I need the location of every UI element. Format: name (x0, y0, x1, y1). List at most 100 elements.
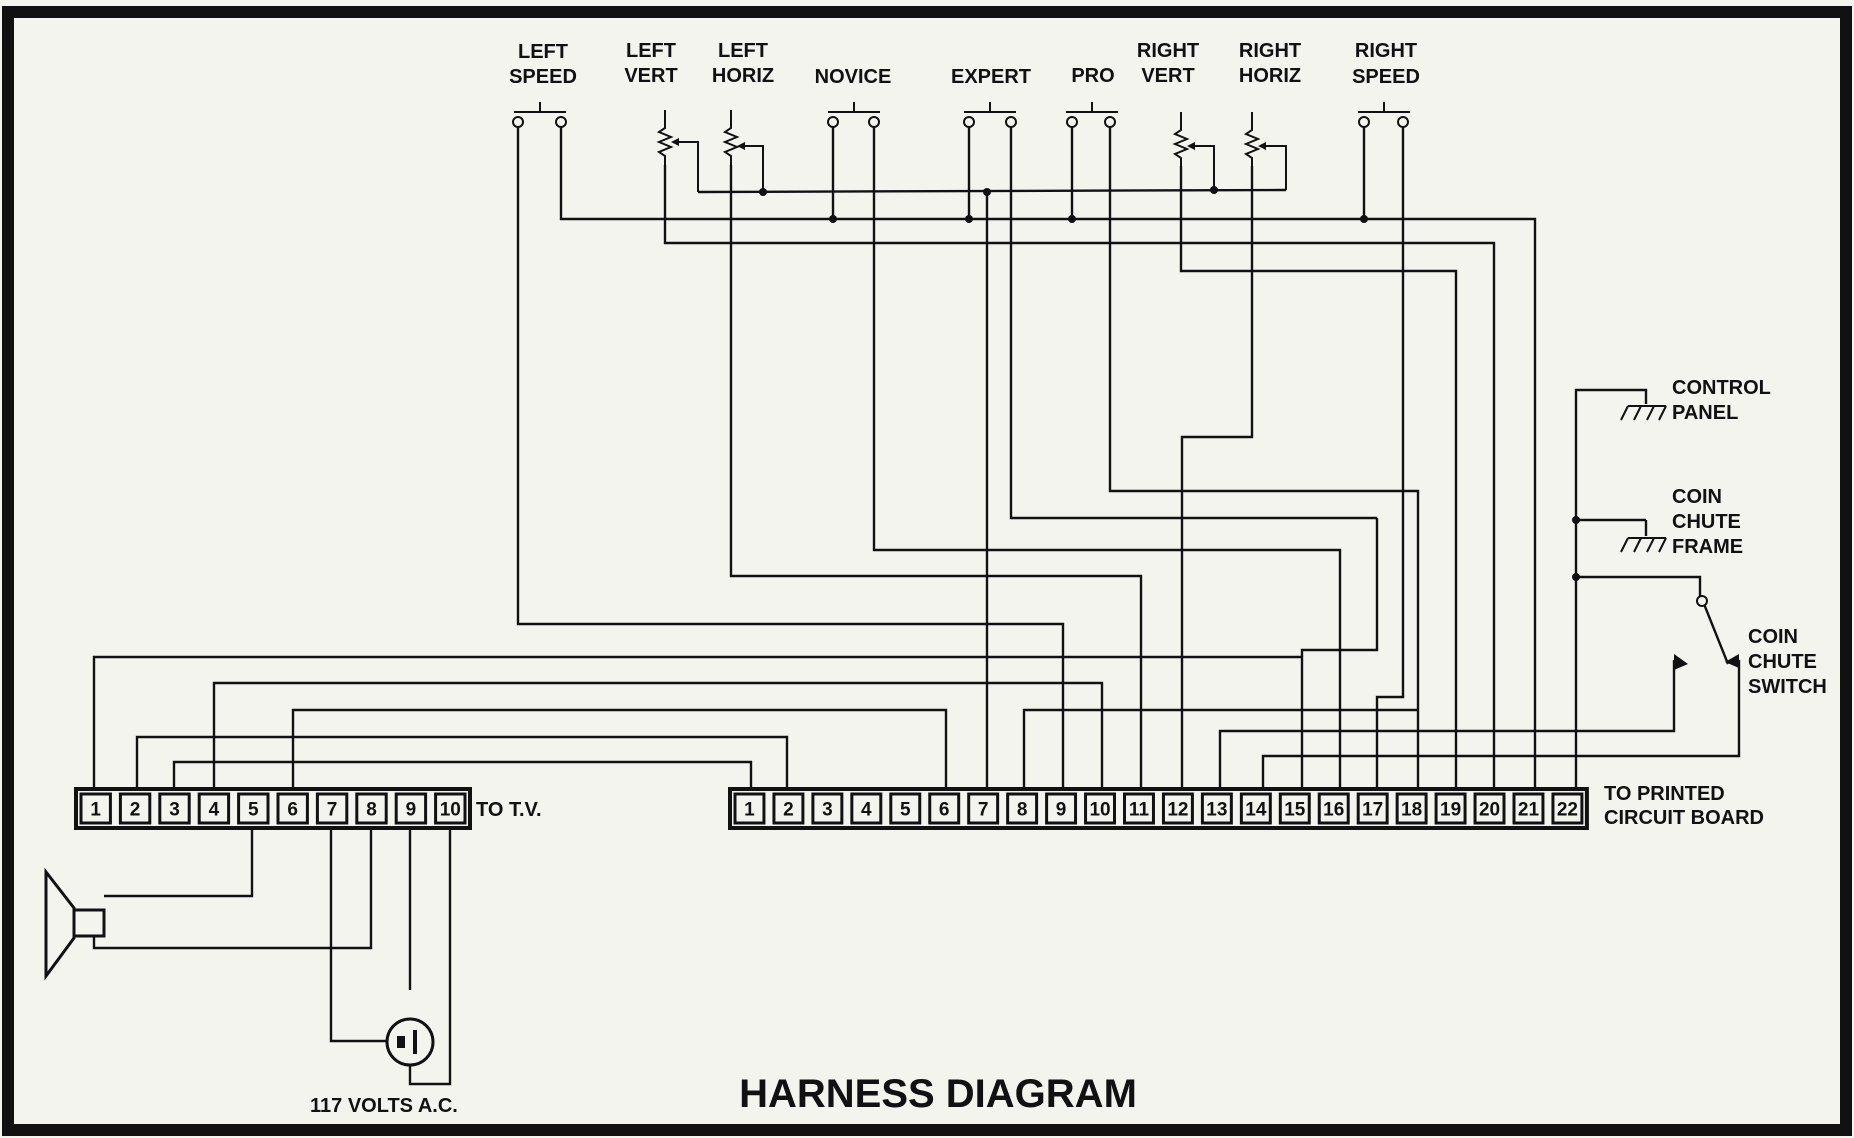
pcb-connector-pin-label: 21 (1518, 800, 1540, 821)
pcb-connector-pin-label: 19 (1440, 800, 1461, 821)
pcb-connector-pin-label: 2 (783, 800, 794, 821)
speaker-wiring (92, 828, 452, 1086)
pcb-connector-pin-label: 14 (1245, 800, 1267, 821)
tv-connector-pin-label: 8 (366, 800, 377, 821)
right-speed-label-1: RIGHT (1355, 40, 1417, 62)
coin-chute-switch-label-3: SWITCH (1748, 676, 1827, 698)
pcb-connector-pin-cell (1434, 792, 1467, 825)
pcb-connector-pin-label: 3 (822, 800, 833, 821)
coin-chute-switch-label-2: CHUTE (1748, 651, 1817, 673)
speaker-icon (44, 867, 106, 981)
tv-connector-pin-label: 3 (169, 800, 180, 821)
pcb-connector-pin-label: 16 (1323, 800, 1344, 821)
left-vert-pot (656, 110, 699, 192)
left-horiz-pot (722, 110, 764, 192)
control-panel-label-2: PANEL (1672, 402, 1738, 424)
pcb-connector-pin-cell (1356, 792, 1389, 825)
tv-connector-pin-cell (197, 792, 231, 825)
coin-chute-frame-label-3: FRAME (1672, 536, 1743, 558)
pcb-connector-pin-cell (1123, 792, 1155, 825)
pcb-connector-pin-cell (1084, 792, 1117, 825)
right-vert-label-1: RIGHT (1137, 40, 1199, 62)
ground-symbols (1620, 405, 1708, 607)
switch-labels: LEFT SPEED LEFT VERT LEFT HORIZ NOVICE E… (509, 40, 1420, 88)
right-speed-label-2: SPEED (1352, 66, 1420, 88)
pcb-connector-pin-label: 11 (1129, 800, 1150, 821)
pcb-connector-pin-label: 17 (1362, 800, 1383, 821)
right-horiz-pot (1243, 112, 1287, 190)
tv-connector-pin-label: 2 (130, 800, 141, 821)
pcb-connector-pin-cell (1473, 792, 1506, 825)
right-vert-label-2: VERT (1141, 65, 1194, 87)
left-speed-label-2: SPEED (509, 66, 577, 88)
tv-connector-pin-cell (79, 792, 112, 825)
pcb-connector-pin-label: 10 (1089, 800, 1110, 821)
pcb-connector-pin-label: 7 (978, 800, 989, 821)
pcb-connector-pin-cell (1317, 792, 1350, 825)
diagram-frame (2, 6, 1852, 1136)
potentiometer-symbols (656, 110, 1287, 192)
tv-connector-pin-cell (355, 792, 388, 825)
left-horiz-label-2: HORIZ (712, 65, 774, 87)
tv-connector-pin-cell (237, 792, 270, 825)
coin-chute-switch-label-1: COIN (1748, 626, 1798, 648)
pcb-connector-pin-cell (733, 792, 766, 825)
pcb-connector-pin-label: 5 (900, 800, 911, 821)
tv-connector-pin-label: 1 (90, 800, 101, 821)
coin-switch-contact-icon (1696, 595, 1708, 607)
left-vert-label-1: LEFT (626, 40, 676, 62)
right-horiz-label-1: RIGHT (1239, 40, 1301, 62)
expert-label: EXPERT (951, 66, 1031, 88)
coin-chute-frame-ground-icon (1620, 537, 1667, 553)
pcb-connector-pin-cell (928, 792, 961, 825)
right-vert-pot (1172, 112, 1215, 190)
pcb-connector-pin-cell (1512, 792, 1545, 825)
pcb-connector-pin-cell (1161, 792, 1194, 825)
pcb-connector-pin-cell (1551, 792, 1584, 825)
tv-connector-pin-cell (158, 792, 191, 825)
control-panel-label-1: CONTROL (1672, 377, 1771, 399)
tv-connector-pin-cell (118, 792, 152, 825)
pro-label: PRO (1071, 65, 1114, 87)
tv-connector-pin-cell (315, 792, 349, 825)
left-vert-label-2: VERT (624, 65, 677, 87)
pcb-connector-pin-label: 12 (1167, 800, 1188, 821)
pcb-connector-pin-label: 9 (1056, 800, 1067, 821)
pcb-connector-label-1: TO PRINTED (1604, 783, 1725, 805)
pcb-connector-pin-cell (850, 792, 883, 825)
coin-chute-frame-label-1: COIN (1672, 486, 1722, 508)
tv-connector-label: TO T.V. (476, 799, 542, 821)
tv-connector-pin-label: 5 (248, 800, 259, 821)
left-speed-switch (512, 102, 567, 128)
tv-connector-pin-cell (276, 792, 309, 825)
pcb-connector-pin-cell (1045, 792, 1078, 825)
pcb-connector-pin-cell (889, 792, 922, 825)
pcb-connector-pin-label: 4 (861, 800, 872, 821)
coin-chute-frame-label-2: CHUTE (1672, 511, 1741, 533)
pcb-connector-pin-cell (1239, 792, 1272, 825)
tv-connector-pin-label: 6 (287, 800, 298, 821)
pcb-connector-pin-label: 8 (1017, 800, 1028, 821)
pcb-connector-pin-cell (967, 792, 1000, 825)
right-horiz-label-2: HORIZ (1239, 65, 1301, 87)
pcb-connector-pin-cell (1278, 792, 1311, 825)
left-speed-label-1: LEFT (518, 41, 568, 63)
junction-dots (759, 186, 1580, 581)
pcb-connector-pin-label: 22 (1557, 800, 1578, 821)
diagram-title: HARNESS DIAGRAM (739, 1072, 1137, 1116)
tv-connector-pin-label: 9 (406, 800, 417, 821)
pcb-connector-pin-cell (1006, 792, 1039, 825)
pcb-connector-pin-cell (1395, 792, 1428, 825)
wiring (92, 127, 1741, 796)
novice-label: NOVICE (815, 66, 892, 88)
power-label: 117 VOLTS A.C. (310, 1095, 458, 1117)
pcb-connector-pin-label: 15 (1284, 800, 1306, 821)
pcb-connector-pin-label: 1 (744, 800, 755, 821)
pcb-connector-pin-cell (1200, 792, 1233, 825)
pcb-connector-pin-label: 20 (1479, 800, 1500, 821)
outlet-icon (385, 1017, 435, 1067)
pcb-connector-pin-label: 6 (939, 800, 950, 821)
tv-connector-pin-cell (434, 792, 467, 825)
